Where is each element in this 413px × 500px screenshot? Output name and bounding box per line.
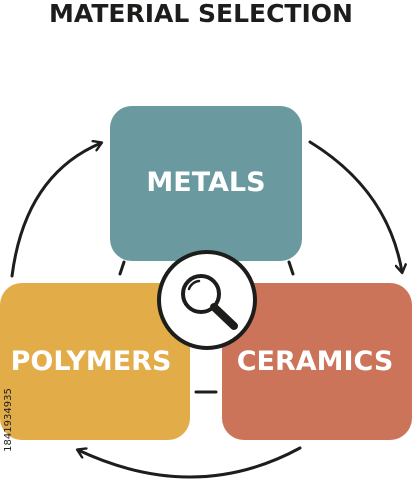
center-badge bbox=[157, 250, 257, 350]
metals-box-shape bbox=[110, 106, 302, 261]
watermark-id: 1841934935 bbox=[3, 388, 14, 452]
magnifier-icon bbox=[181, 274, 238, 330]
arrow-polymers-to-metals bbox=[10, 143, 101, 278]
page-title: MATERIAL SELECTION bbox=[49, 0, 353, 28]
metals-label: METALS bbox=[146, 167, 265, 198]
metals-box: METALS bbox=[110, 106, 302, 261]
polymers-box-shape bbox=[0, 283, 190, 440]
arrow-metals-to-ceramics bbox=[308, 140, 402, 272]
ceramics-label: CERAMICS bbox=[237, 346, 394, 377]
connector-tick-right bbox=[287, 260, 295, 276]
polymers-label: POLYMERS bbox=[11, 346, 172, 377]
connector-tick-left bbox=[118, 260, 126, 276]
polymers-box: POLYMERS bbox=[0, 283, 190, 440]
ceramics-box: CERAMICS bbox=[222, 283, 412, 440]
ceramics-box-shape bbox=[222, 283, 412, 440]
arrow-ceramics-to-polymers bbox=[78, 446, 302, 479]
